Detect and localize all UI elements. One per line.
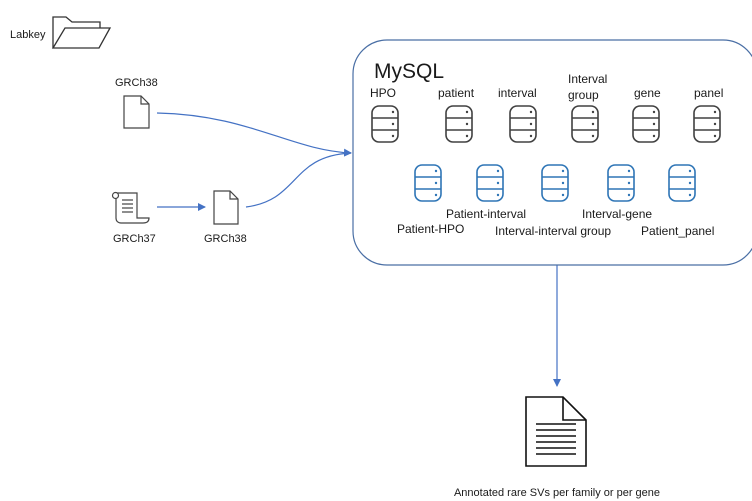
- grch37-label: GRCh37: [113, 233, 156, 245]
- link-label-patient-interval: Patient-interval: [446, 207, 526, 221]
- output-document-icon: [525, 396, 587, 467]
- link-database-icon: [607, 164, 635, 202]
- grch38-to-mysql-arrow: [156, 112, 352, 157]
- document-icon: [123, 95, 150, 129]
- grch38-converted-label: GRCh38: [204, 233, 247, 245]
- folder-icon: [51, 16, 112, 49]
- database-icon: [632, 105, 660, 143]
- table-label-interval: interval: [498, 86, 537, 100]
- link-database-icon: [668, 164, 696, 202]
- labkey-label: Labkey: [10, 29, 46, 41]
- converted-to-mysql-arrow: [245, 152, 352, 208]
- link-database-icon: [541, 164, 569, 202]
- link-label-patient-hpo: Patient-HPO: [397, 222, 464, 236]
- output-label: Annotated rare SVs per family or per gen…: [454, 487, 660, 499]
- link-label-interval-interval-group: Interval-interval group: [495, 224, 611, 238]
- scroll-icon: [111, 191, 150, 224]
- table-label-panel: panel: [694, 86, 723, 100]
- database-icon: [571, 105, 599, 143]
- table-label-patient: patient: [438, 86, 475, 100]
- link-database-icon: [414, 164, 442, 202]
- database-icon: [371, 105, 399, 143]
- mysql-title: MySQL: [374, 60, 444, 83]
- database-icon: [509, 105, 537, 143]
- link-label-patient-panel: Patient_panel: [641, 224, 714, 238]
- database-icon: [693, 105, 721, 143]
- link-table-icons: [414, 164, 696, 202]
- database-icon: [445, 105, 473, 143]
- mysql-container: [352, 39, 752, 266]
- table-label-gene: gene: [634, 86, 661, 100]
- link-label-interval-gene: Interval-gene: [582, 207, 652, 221]
- link-database-icon: [476, 164, 504, 202]
- grch38-top-label: GRCh38: [115, 77, 158, 89]
- document-icon-converted: [213, 190, 239, 225]
- table-icons: [371, 105, 721, 143]
- table-label-hpo: HPO: [370, 86, 396, 100]
